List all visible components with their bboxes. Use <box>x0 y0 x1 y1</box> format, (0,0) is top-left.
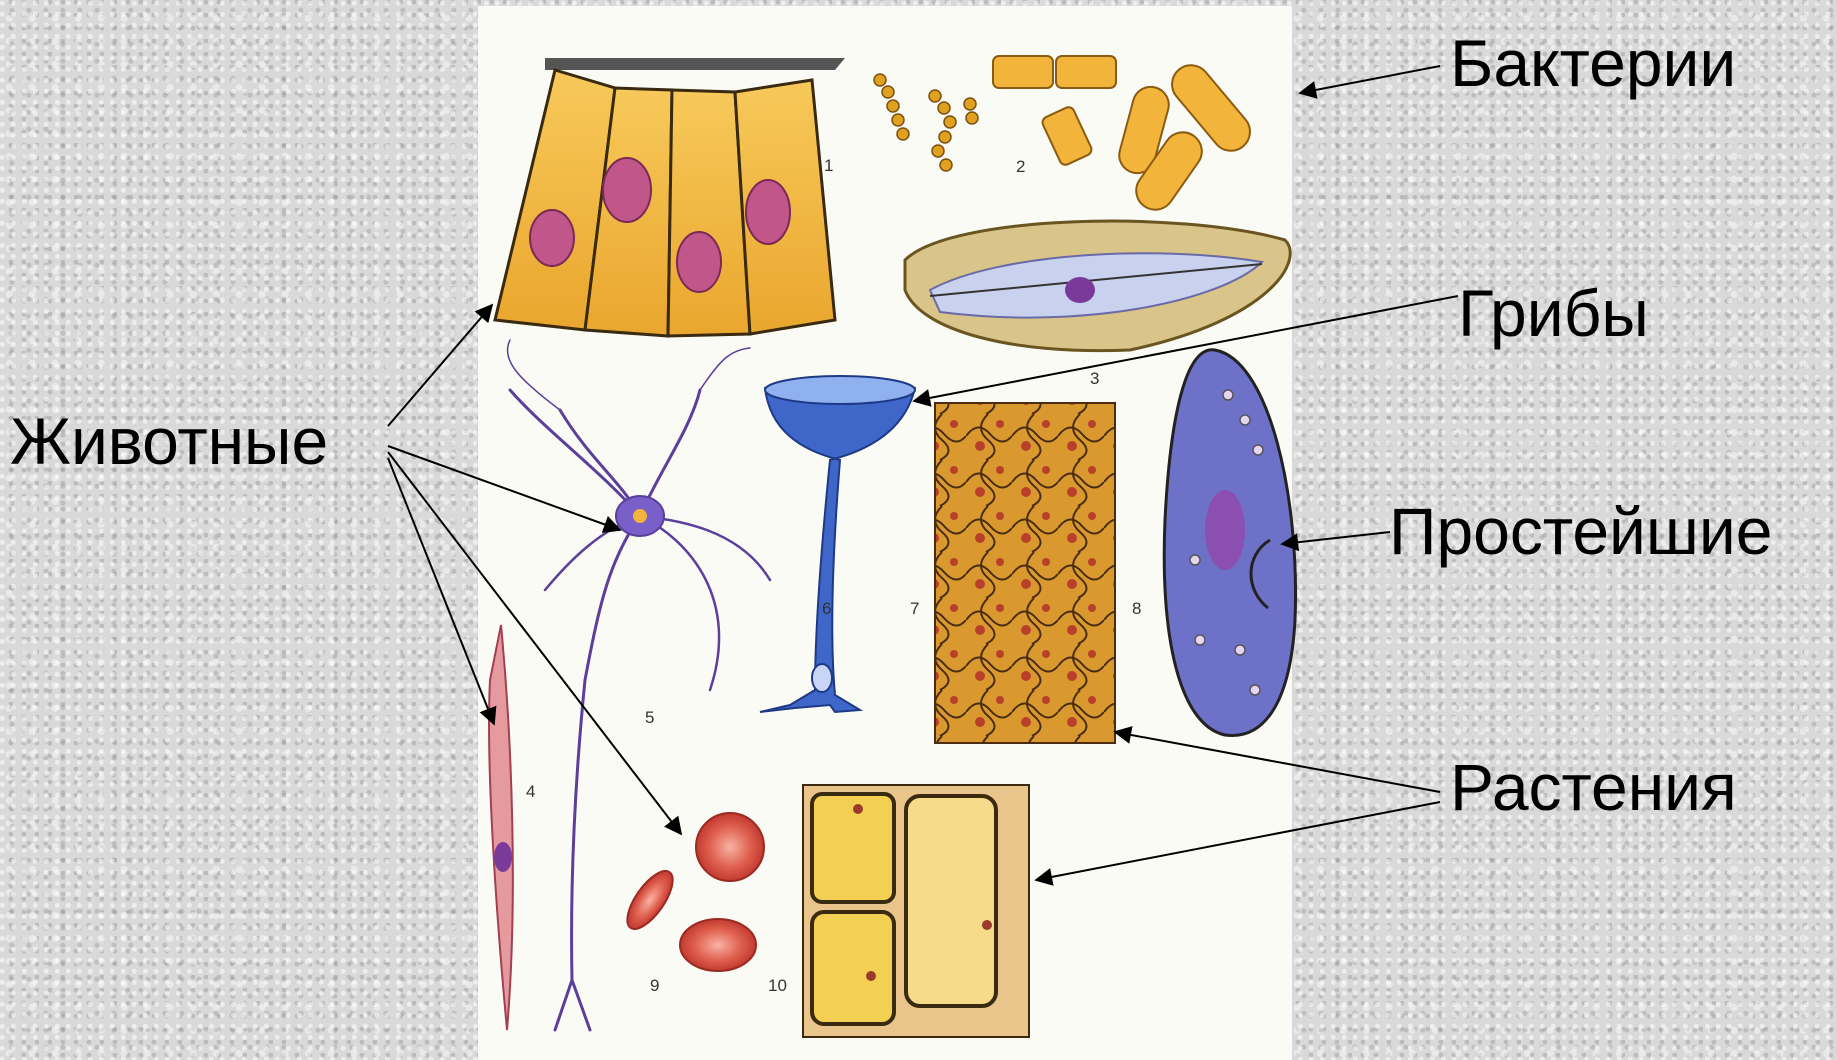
label-protists: Простейшие <box>1389 494 1772 568</box>
label-plants: Растения <box>1450 750 1737 824</box>
figure-number-10: 10 <box>768 976 787 995</box>
arrow-protists <box>1282 532 1390 544</box>
figure-number-6: 6 <box>822 599 831 618</box>
figure-number-9: 9 <box>650 976 659 995</box>
figure-number-4: 4 <box>526 782 535 801</box>
figure-number-1: 1 <box>824 156 833 175</box>
arrow-animals-epithelium <box>388 305 492 426</box>
label-animals: Животные <box>10 404 328 478</box>
plant-cells <box>803 785 1029 1037</box>
label-bacteria: Бактерии <box>1450 26 1736 100</box>
figure-number-7: 7 <box>910 599 919 618</box>
figure-number-2: 2 <box>1016 157 1025 176</box>
plant-tissue <box>935 403 1115 743</box>
figure-number-8: 8 <box>1132 599 1141 618</box>
epithelium-cells <box>495 58 845 336</box>
label-fungi: Грибы <box>1458 276 1649 350</box>
arrow-bacteria <box>1300 66 1440 93</box>
figure-number-3: 3 <box>1090 369 1099 388</box>
figure-number-5: 5 <box>645 708 654 727</box>
